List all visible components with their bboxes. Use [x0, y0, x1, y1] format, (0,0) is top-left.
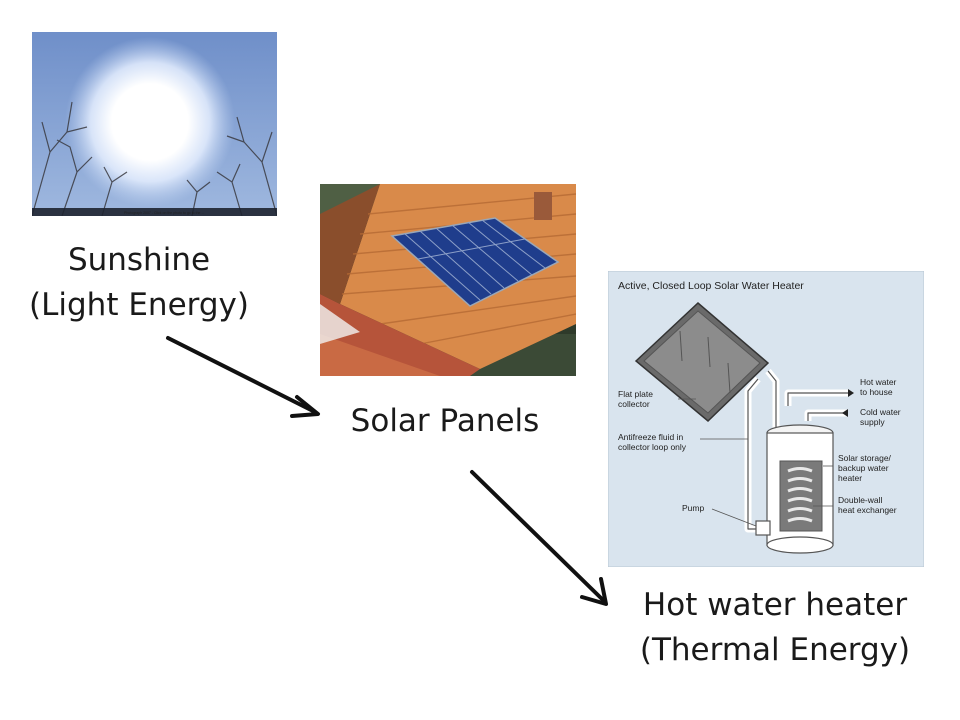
- svg-text:Solar storage/: Solar storage/: [838, 453, 892, 463]
- arrow-sunshine-to-panels: [166, 336, 320, 418]
- label-hot-water-1: Hot water: [860, 377, 897, 387]
- svg-text:collector: collector: [618, 399, 650, 409]
- label-exchanger-1: Double-wall: [838, 495, 883, 505]
- diagram-title: Active, Closed Loop Solar Water Heater: [618, 280, 804, 292]
- label-antifreeze-2: collector loop only: [618, 442, 687, 452]
- label-antifreeze-1: Antifreeze fluid in: [618, 432, 683, 442]
- solar-water-heater-diagram-art: Active, Closed Loop Solar Water Heater: [608, 271, 924, 567]
- label-cold-water-1: Cold water: [860, 407, 901, 417]
- solar-panels-photo-art: [320, 184, 576, 376]
- label-exchanger-2: heat exchanger: [838, 505, 897, 515]
- svg-text:Cold water: Cold water: [860, 407, 901, 417]
- sunshine-photo-art: Photograph 2007 - Click on the photo to …: [32, 32, 277, 216]
- label-hot-water-2: to house: [860, 387, 893, 397]
- solar-panels-photo: [320, 184, 576, 376]
- heater-title: Hot water heater: [642, 587, 908, 623]
- sunshine-photo-credit: Photograph 2007 - Click on the photo to …: [124, 211, 204, 215]
- sunshine-photo: Photograph 2007 - Click on the photo to …: [32, 32, 277, 216]
- label-flat-plate-2: collector: [618, 399, 650, 409]
- label-pump: Pump: [682, 503, 704, 513]
- heater-caption: Hot water heater (Thermal Energy): [625, 583, 925, 673]
- label-cold-water-2: supply: [860, 417, 885, 427]
- svg-text:to house: to house: [860, 387, 893, 397]
- arrow-panels-to-heater: [470, 470, 608, 606]
- svg-text:Flat plate: Flat plate: [618, 389, 653, 399]
- label-storage-3: heater: [838, 473, 862, 483]
- sunshine-energy-type: (Light Energy): [29, 287, 249, 323]
- svg-text:heater: heater: [838, 473, 862, 483]
- svg-text:Hot water: Hot water: [860, 377, 897, 387]
- solar-water-heater-diagram: Active, Closed Loop Solar Water Heater: [608, 271, 924, 567]
- svg-text:collector loop only: collector loop only: [618, 442, 687, 452]
- svg-text:backup water: backup water: [838, 463, 889, 473]
- label-storage-1: Solar storage/: [838, 453, 892, 463]
- heater-energy-type: (Thermal Energy): [639, 632, 911, 668]
- svg-text:Double-wall: Double-wall: [838, 495, 883, 505]
- svg-text:Pump: Pump: [682, 503, 704, 513]
- label-storage-2: backup water: [838, 463, 889, 473]
- svg-text:supply: supply: [860, 417, 885, 427]
- sunshine-caption: Sunshine (Light Energy): [20, 238, 258, 328]
- solar-panels-title: Solar Panels: [350, 403, 540, 439]
- svg-text:heat exchanger: heat exchanger: [838, 505, 897, 515]
- svg-text:Antifreeze fluid in: Antifreeze fluid in: [618, 432, 683, 442]
- solar-panels-caption: Solar Panels: [335, 399, 555, 444]
- sunshine-title: Sunshine: [67, 242, 211, 278]
- label-flat-plate-1: Flat plate: [618, 389, 653, 399]
